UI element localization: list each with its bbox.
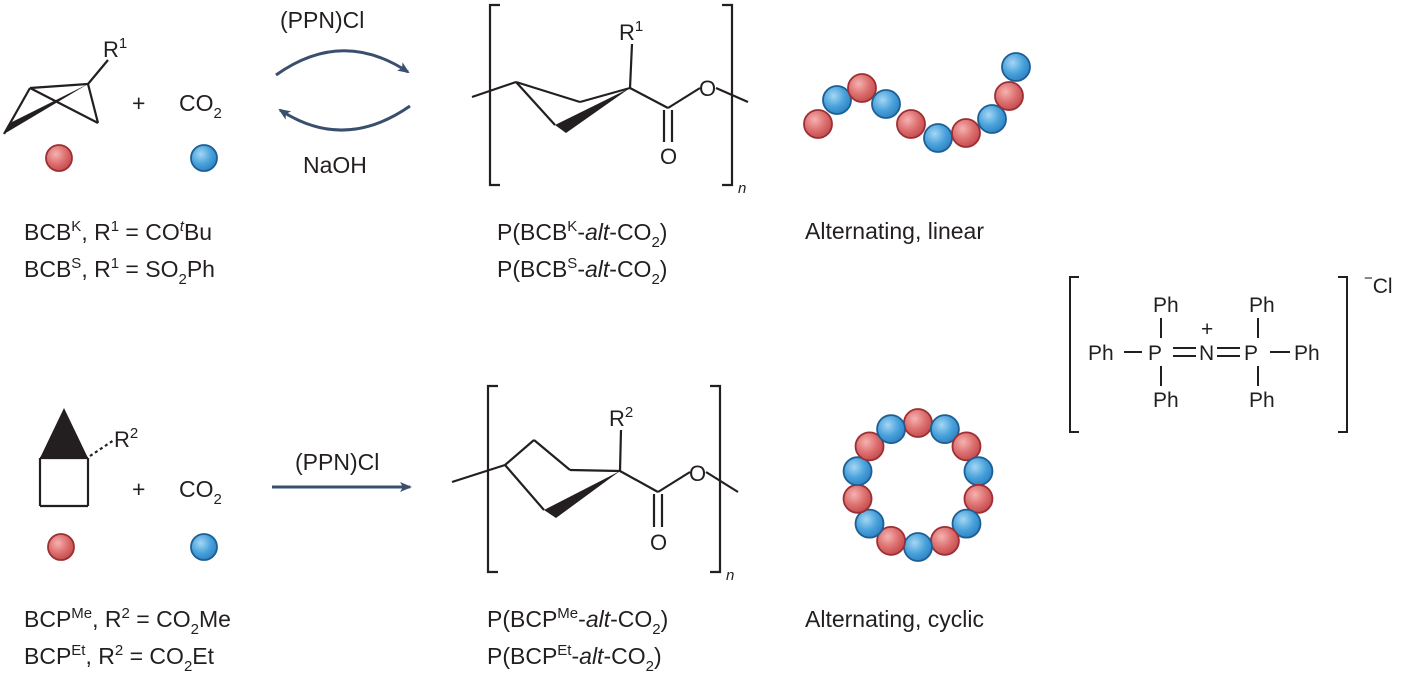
bcb-r-label: R1 xyxy=(103,35,127,62)
ppn-ph-bottom-right: Ph xyxy=(1249,389,1275,412)
top-repeat-index: n xyxy=(738,180,746,197)
ring-bead-red xyxy=(930,525,960,556)
top-polymer-repeat-unit xyxy=(471,3,749,187)
bcp-monomer-structure xyxy=(38,408,115,508)
plus-sign: + xyxy=(132,90,145,116)
bcp-r-label: R2 xyxy=(114,425,138,452)
monomer-bcbk-label: BCBK, R1 = COtBu xyxy=(24,218,212,245)
bottom-product-r-label: R2 xyxy=(609,404,633,431)
forward-arrow xyxy=(275,49,410,77)
co2-label: CO2 xyxy=(179,90,222,122)
ppn-p-left: P xyxy=(1148,342,1162,365)
ring-bead-red xyxy=(854,431,885,462)
ring-bead-blue xyxy=(903,532,933,562)
chain-bead-red xyxy=(847,73,877,103)
ppn-ph-top-left: Ph xyxy=(1153,294,1179,317)
ring-bead-red xyxy=(963,483,994,514)
ppn-ph-right: Ph xyxy=(1294,342,1320,365)
ppn-n: N xyxy=(1199,342,1214,365)
linear-chain xyxy=(803,52,1031,153)
ring-bead-red xyxy=(876,525,906,556)
polymer-bcbk-label: P(BCBK-alt-CO2) xyxy=(497,218,667,251)
cyclic-topology-label: Alternating, cyclic xyxy=(805,606,984,632)
reverse-arrow xyxy=(278,104,411,132)
cyclic-ring xyxy=(842,408,994,562)
ppn-plus-charge: + xyxy=(1201,318,1213,341)
reagent-forward-label-bottom: (PPN)Cl xyxy=(295,449,379,475)
plus-sign-bottom: + xyxy=(132,476,145,502)
ring-bead-red xyxy=(903,408,933,438)
ppn-p-right: P xyxy=(1244,342,1258,365)
ppn-structure xyxy=(1069,276,1348,433)
ring-bead-blue xyxy=(854,508,885,539)
bottom-ester-oxygen: O xyxy=(689,461,706,486)
polymer-bcpet-label: P(BCPEt-alt-CO2) xyxy=(487,642,662,674)
ppn-ph-left: Ph xyxy=(1088,342,1114,365)
bcp-monomer-bead xyxy=(47,533,75,561)
ring-bead-blue xyxy=(876,414,906,445)
co2-bead-bottom xyxy=(190,533,218,561)
chain-bead-red xyxy=(896,109,926,139)
monomer-bcbs-label: BCBS, R1 = SO2Ph xyxy=(24,255,215,288)
co2-label-bottom: CO2 xyxy=(179,476,222,508)
top-product-r-label: R1 xyxy=(619,18,643,45)
chain-bead-red xyxy=(803,109,833,139)
top-carbonyl-oxygen: O xyxy=(660,144,677,169)
ring-bead-red xyxy=(842,483,873,514)
ring-bead-blue xyxy=(963,456,994,487)
monomer-bcpme-label: BCPMe, R2 = CO2Me xyxy=(24,605,231,638)
chain-bead-blue xyxy=(923,123,953,153)
chain-bead-blue xyxy=(977,104,1007,134)
bottom-polymer-repeat-unit xyxy=(451,384,739,574)
top-ester-oxygen: O xyxy=(699,76,716,101)
chain-bead-blue xyxy=(1001,52,1031,82)
chain-bead-blue xyxy=(871,89,901,119)
ring-bead-blue xyxy=(842,456,873,487)
ring-bead-blue xyxy=(930,414,960,445)
ring-bead-red xyxy=(951,431,982,462)
bcb-monomer-structure xyxy=(3,59,109,135)
polymer-bcbs-label: P(BCBS-alt-CO2) xyxy=(497,255,667,288)
chain-bead-blue xyxy=(822,85,852,115)
bcb-monomer-bead xyxy=(45,144,73,172)
ppn-ph-bottom-left: Ph xyxy=(1153,389,1179,412)
ppn-ph-top-right: Ph xyxy=(1249,294,1275,317)
chain-bead-red xyxy=(994,81,1024,111)
ring-bead-blue xyxy=(951,508,982,539)
reagent-reverse-label: NaOH xyxy=(303,152,367,178)
bottom-repeat-index: n xyxy=(726,567,734,584)
linear-topology-label: Alternating, linear xyxy=(805,218,984,244)
monomer-bcpet-label: BCPEt, R2 = CO2Et xyxy=(24,642,215,674)
co2-bead xyxy=(190,144,218,172)
reagent-forward-label: (PPN)Cl xyxy=(280,7,364,33)
bottom-carbonyl-oxygen: O xyxy=(650,530,667,555)
chain-bead-red xyxy=(951,118,981,148)
ppn-counterion: −Cl xyxy=(1364,270,1393,298)
polymer-bcpme-label: P(BCPMe-alt-CO2) xyxy=(487,605,668,638)
